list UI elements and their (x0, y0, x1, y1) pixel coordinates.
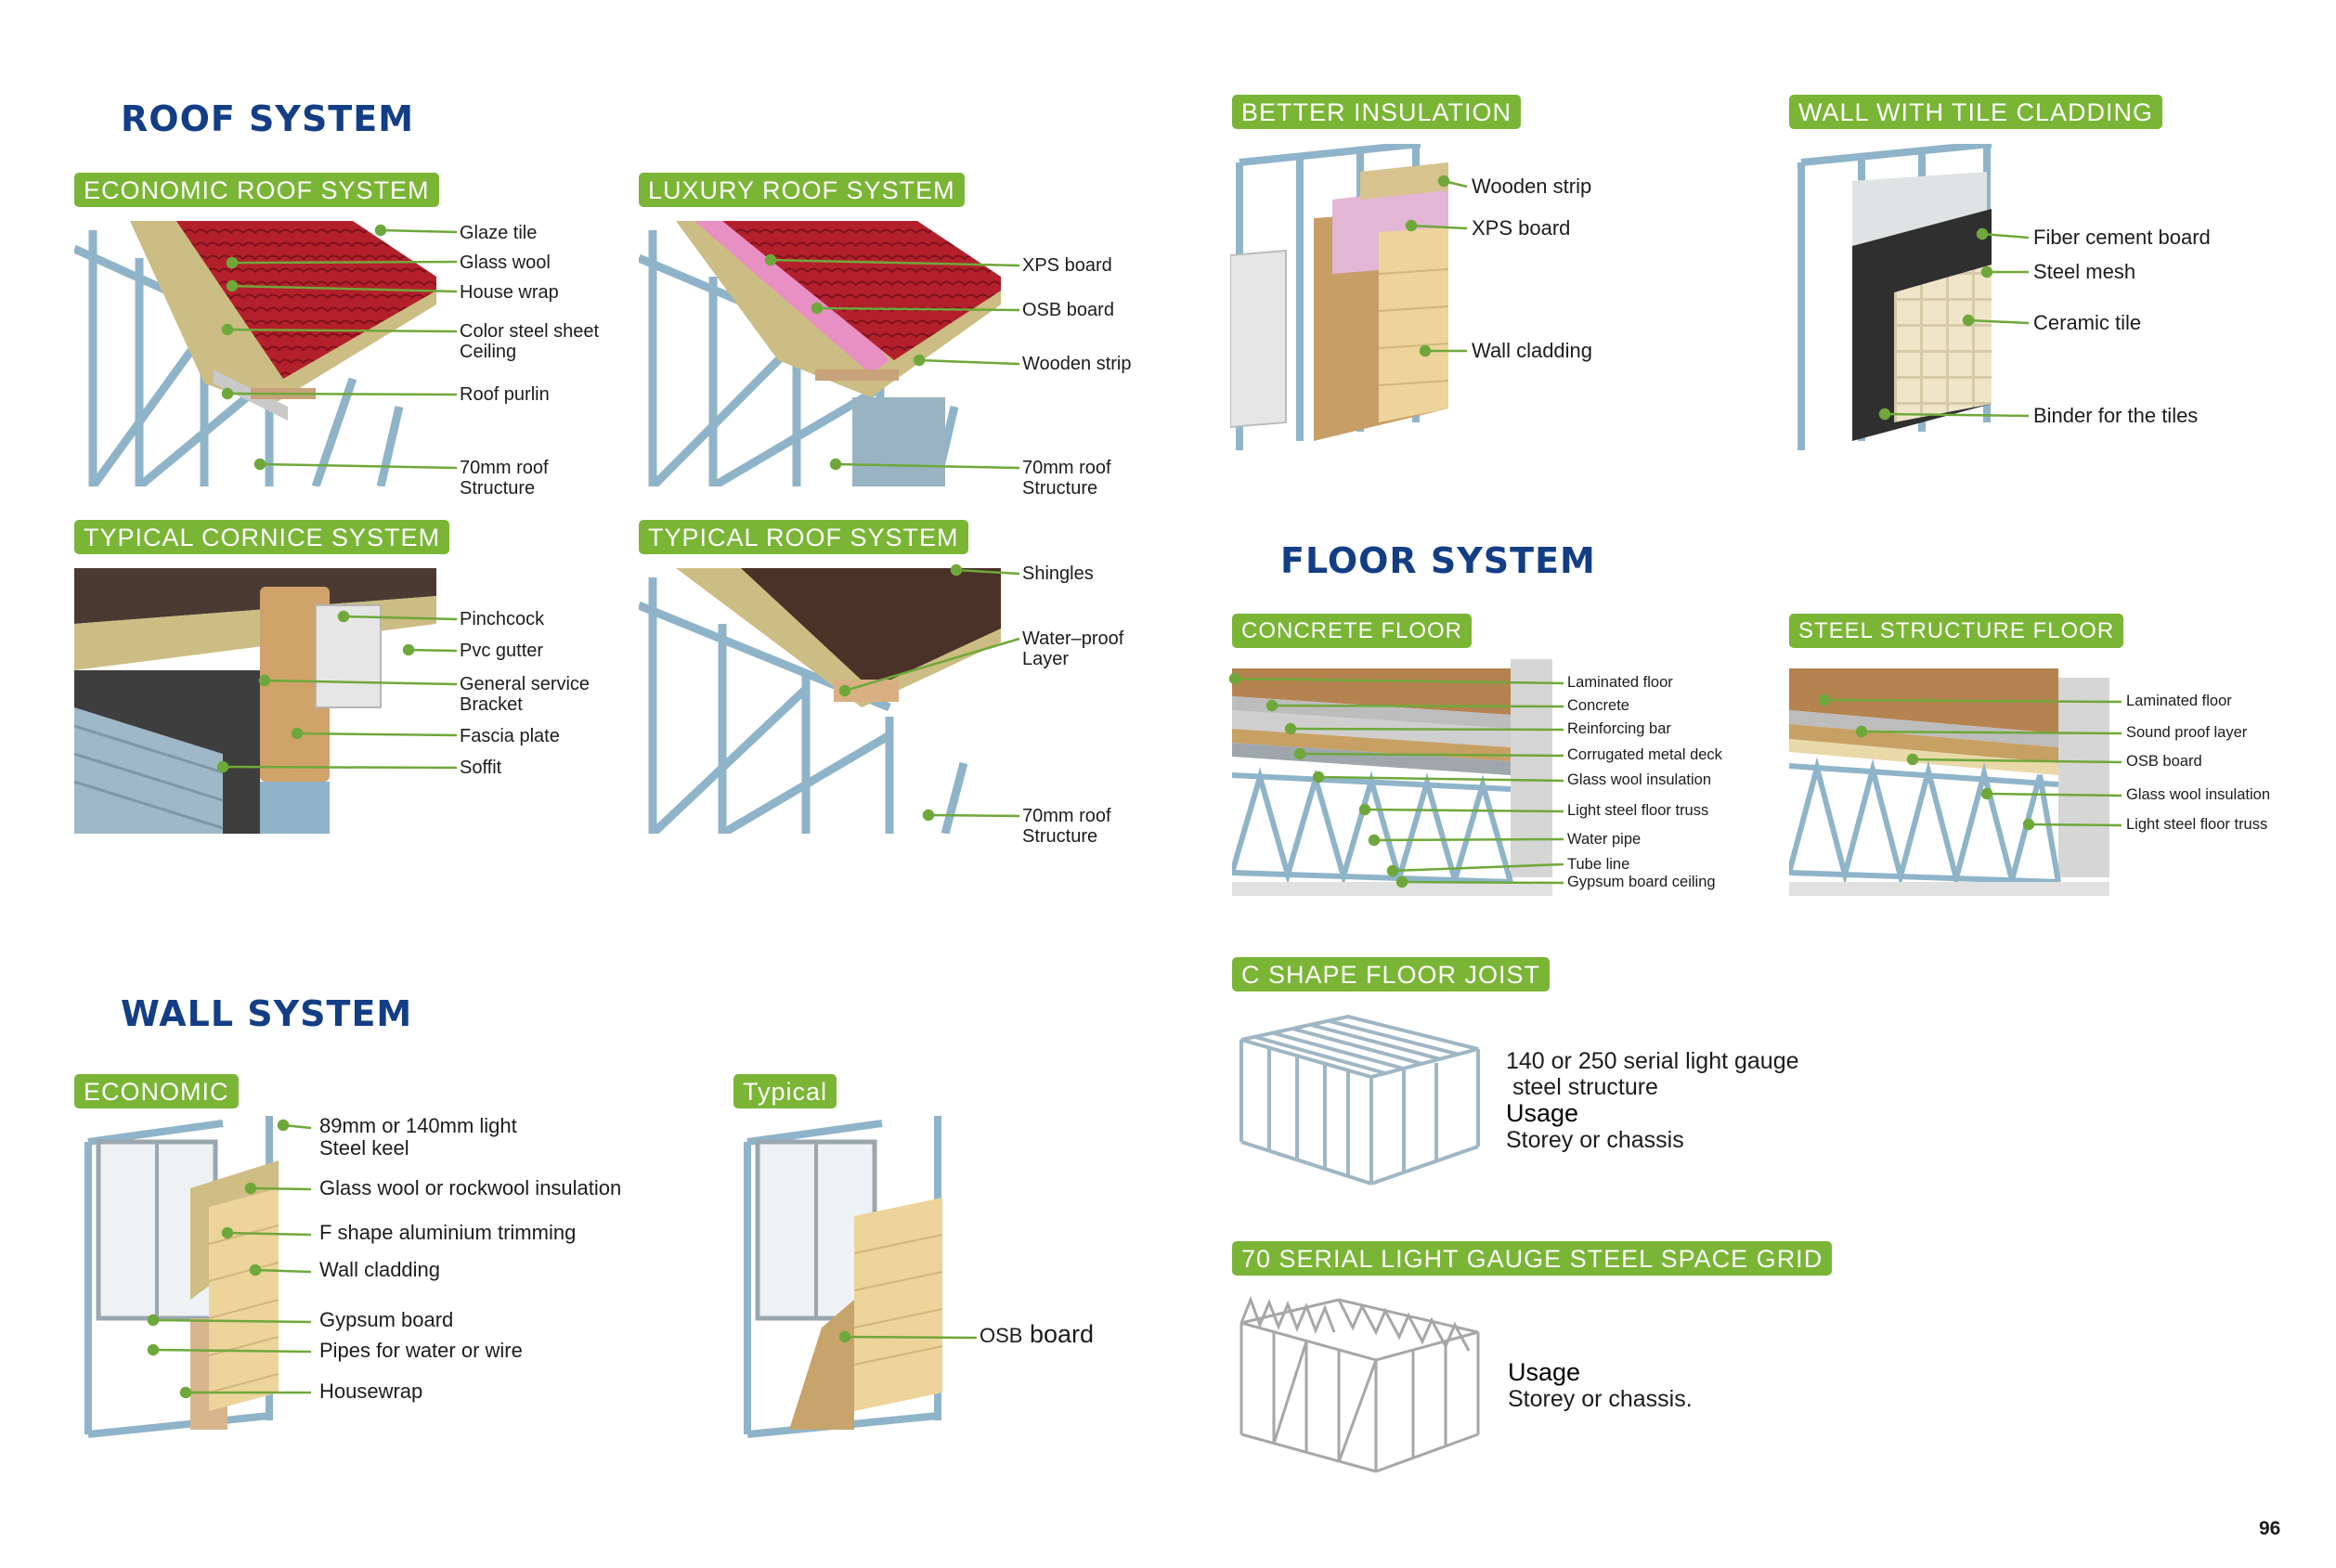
luxury-roof-illustration (639, 221, 1001, 486)
board-suffix: board (1022, 1320, 1095, 1348)
typical-roof-tag: TYPICAL ROOF SYSTEM (639, 520, 968, 554)
cornice-label: Pinchcock (460, 609, 545, 629)
grid-usage-label: Usage (1508, 1358, 1581, 1386)
roof-system-heading: ROOF SYSTEM (121, 98, 415, 139)
tile-cladding-label: Ceramic tile (2033, 311, 2142, 334)
wall-system-heading: WALL SYSTEM (121, 993, 413, 1034)
economic-wall-tag: ECONOMIC (74, 1074, 239, 1108)
economic-wall-label: Wall cladding (319, 1258, 441, 1281)
label-line: Structure (1022, 478, 1098, 499)
steel-floor-label: Sound proof layer (2126, 724, 2248, 741)
luxury-roof-tag: LUXURY ROOF SYSTEM (639, 173, 965, 207)
wall-tile-cladding-tag: WALL WITH TILE CLADDING (1789, 95, 2163, 129)
concrete-floor-label: Corrugated metal deck (1567, 746, 1722, 763)
grid-usage: Storey or chassis. (1508, 1386, 1693, 1412)
tile-cladding-label: Steel mesh (2033, 260, 2136, 283)
cornice-label: Pvc gutter (460, 641, 544, 661)
typical-roof-label: Shingles (1022, 564, 1094, 584)
insulation-label: Wooden strip (1472, 175, 1592, 198)
economic-roof-illustration (74, 221, 436, 486)
cornice-system-tag: TYPICAL CORNICE SYSTEM (74, 520, 450, 554)
label-line: 89mm or 140mm light (319, 1114, 517, 1137)
cornice-label: Soffit (460, 758, 502, 778)
label-line: Ceiling (460, 342, 517, 362)
joist-spec: 140 or 250 serial light gauge steel stru… (1506, 1048, 1799, 1100)
label-line: 70mm roof (460, 458, 549, 478)
concrete-floor-label: Light steel floor truss (1567, 802, 1709, 819)
steel-floor-label: Glass wool insulation (2126, 786, 2270, 803)
label-line: 70mm roof (1022, 458, 1111, 478)
osb-prefix: OSB (980, 1324, 1023, 1347)
steel-floor-label: Laminated floor (2126, 693, 2232, 709)
concrete-floor-label: Glass wool insulation (1567, 771, 1711, 788)
concrete-floor-illustration (1232, 659, 1552, 896)
tile-cladding-illustration (1792, 144, 2024, 455)
steel-floor-label: OSB board (2126, 753, 2202, 770)
economic-wall-label: Pipes for water or wire (319, 1339, 523, 1362)
label-line: 70mm roof (1022, 806, 1111, 826)
label-line: Structure (460, 478, 536, 499)
typical-wall-tag: Typical (733, 1074, 837, 1108)
economic-roof-label: House wrap (460, 282, 559, 303)
cornice-illustration (74, 568, 436, 834)
joist-usage: Storey or chassis (1506, 1127, 1684, 1153)
concrete-floor-label: Water pipe (1567, 831, 1642, 848)
label-line: Layer (1022, 649, 1070, 669)
steel-floor-illustration (1789, 659, 2109, 896)
tile-cladding-label: Fiber cement board (2033, 226, 2211, 249)
typical-wall-label: OSB board (980, 1322, 1094, 1347)
space-grid-illustration (1237, 1295, 1483, 1476)
floor-system-heading: FLOOR SYSTEM (1280, 540, 1596, 581)
label-line: 140 or 250 serial light gauge (1506, 1048, 1799, 1074)
luxury-roof-label: XPS board (1022, 255, 1112, 276)
economic-roof-label: Glass wool (460, 253, 551, 273)
concrete-floor-label: Reinforcing bar (1567, 720, 1671, 737)
c-shape-joist-illustration (1237, 1012, 1483, 1188)
insulation-label: Wall cladding (1472, 339, 1593, 362)
economic-wall-label: Gypsum board (319, 1308, 454, 1331)
steel-structure-floor-tag: STEEL STRUCTURE FLOOR (1789, 614, 2124, 648)
label-line: steel structure (1506, 1074, 1658, 1100)
economic-roof-tag: ECONOMIC ROOF SYSTEM (74, 173, 439, 207)
label-line: Color steel sheet (460, 321, 600, 342)
tile-cladding-label: Binder for the tiles (2033, 404, 2199, 427)
typical-roof-illustration (639, 568, 1001, 834)
better-insulation-illustration (1230, 144, 1462, 455)
luxury-roof-label: OSB board (1022, 300, 1114, 320)
concrete-floor-label: Gypsum board ceiling (1567, 874, 1716, 890)
page-number: 96 (2259, 1518, 2281, 1539)
cornice-label: Fascia plate (460, 726, 560, 746)
concrete-floor-tag: CONCRETE FLOOR (1232, 614, 1473, 648)
economic-wall-label: Housewrap (319, 1380, 423, 1403)
economic-wall-label: Glass wool or rockwool insulation (319, 1176, 622, 1199)
steel-space-grid-tag: 70 SERIAL LIGHT GAUGE STEEL SPACE GRID (1232, 1241, 1833, 1276)
typical-wall-illustration (733, 1114, 947, 1439)
steel-floor-label: Light steel floor truss (2126, 816, 2268, 833)
economic-wall-illustration (74, 1114, 288, 1439)
concrete-floor-label: Concrete (1567, 697, 1629, 714)
concrete-floor-label: Laminated floor (1567, 674, 1673, 691)
economic-wall-label: F shape aluminium trimming (319, 1221, 577, 1244)
label-line: Steel keel (319, 1136, 409, 1160)
label-line: Structure (1022, 826, 1098, 847)
economic-roof-label: Glaze tile (460, 223, 538, 243)
economic-roof-label: Roof purlin (460, 384, 550, 405)
concrete-floor-label: Tube line (1567, 856, 1630, 873)
c-shape-floor-joist-tag: C SHAPE FLOOR JOIST (1232, 957, 1551, 991)
label-line: Bracket (460, 694, 523, 715)
label-line: Water–proof (1022, 628, 1124, 649)
insulation-label: XPS board (1472, 216, 1571, 240)
luxury-roof-label: Wooden strip (1022, 354, 1132, 374)
better-insulation-tag: BETTER INSULATION (1232, 95, 1522, 129)
joist-usage-label: Usage (1506, 1099, 1579, 1127)
label-line: General service (460, 674, 590, 694)
